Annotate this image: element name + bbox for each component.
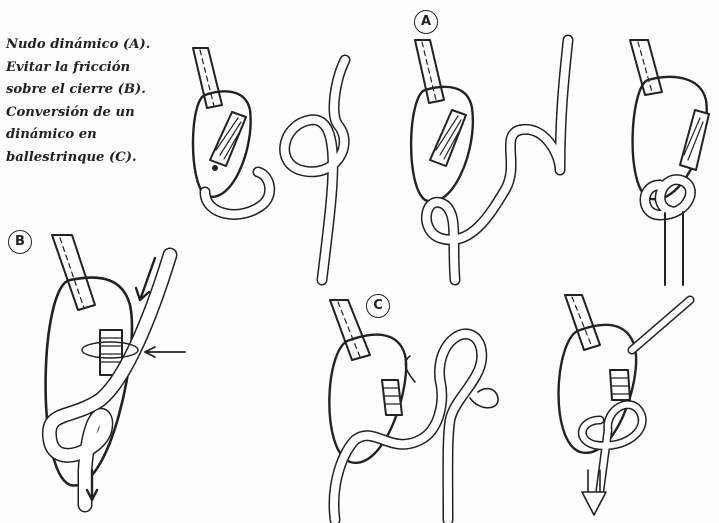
sling — [330, 300, 370, 360]
panel-b — [46, 235, 185, 505]
panel-a2 — [285, 60, 345, 280]
panel-a1 — [193, 48, 270, 214]
panel-a4 — [630, 40, 709, 285]
rope-c2 — [582, 300, 690, 490]
panel-c2 — [559, 295, 690, 515]
panel-c1 — [329, 300, 498, 520]
arrow-icon — [470, 389, 498, 408]
sling — [52, 235, 95, 310]
rope-c — [334, 334, 482, 520]
panel-a3 — [411, 40, 568, 280]
sling — [630, 40, 662, 95]
label-b-badge: B — [8, 230, 32, 254]
label-c-badge: C — [366, 294, 390, 318]
label-a-badge: A — [414, 10, 438, 34]
arrow-left-icon — [145, 347, 185, 357]
